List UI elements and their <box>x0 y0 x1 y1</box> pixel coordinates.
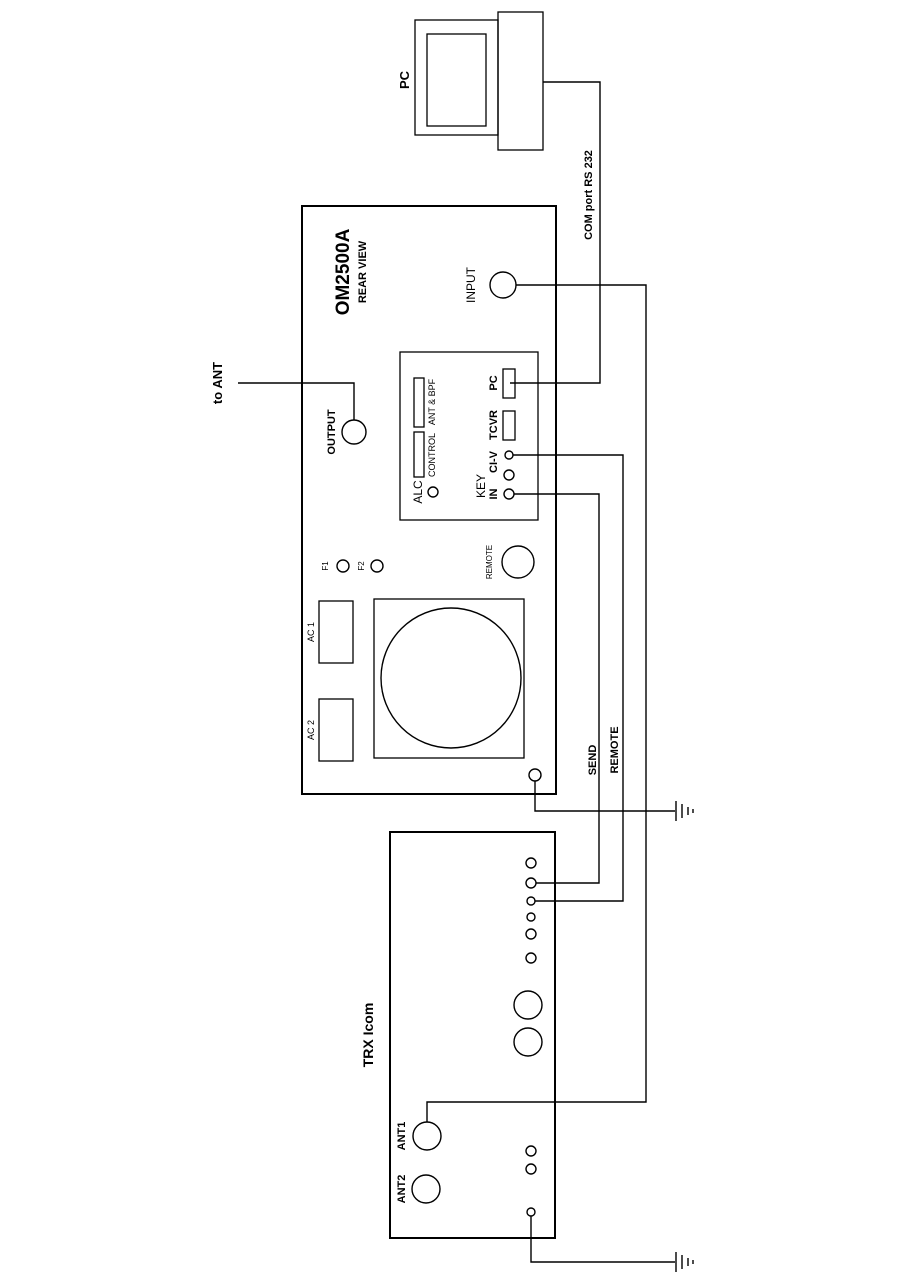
civ-label: CI-V <box>488 450 500 473</box>
to-ant-label: to ANT <box>210 362 225 404</box>
fuse-f1 <box>337 560 349 572</box>
remote-label: REMOTE <box>609 726 621 773</box>
trx-chassis <box>390 832 555 1238</box>
output-connector <box>342 420 366 444</box>
ant-bpf-port <box>414 378 424 427</box>
key-in-jack <box>504 489 514 499</box>
trx-send-jack <box>526 878 536 888</box>
trx-ant2-label: ANT2 <box>396 1175 408 1204</box>
fan-icon <box>381 608 521 748</box>
ac1-socket <box>319 601 353 663</box>
tcvr-port <box>503 411 515 440</box>
remote-cable <box>513 455 623 901</box>
com-port-label: COM port RS 232 <box>583 150 595 240</box>
fuse-f2 <box>371 560 383 572</box>
tcvr-port-label: TCVR <box>488 410 500 440</box>
trx-ground-terminal <box>527 1208 535 1216</box>
input-connector <box>490 272 516 298</box>
civ-jack <box>505 451 513 459</box>
trx-rear-panel: ANT1 ANT2 <box>390 832 555 1238</box>
trx-remote-jack <box>527 897 535 905</box>
ant-bpf-label: ANT & BPF <box>427 378 437 425</box>
trx-jack-5 <box>526 929 536 939</box>
amplifier-ground-terminal <box>529 769 541 781</box>
f2-label: F2 <box>357 561 366 571</box>
trx-jack-6 <box>526 953 536 963</box>
input-label: INPUT <box>464 266 478 303</box>
remote-connector <box>502 546 534 578</box>
control-port <box>414 432 424 477</box>
f1-label: F1 <box>321 561 330 571</box>
trx-connector-2 <box>514 1028 542 1056</box>
fan-housing <box>374 599 524 758</box>
amplifier-model: OM2500A <box>333 228 354 315</box>
key-label: KEY <box>474 474 488 498</box>
pc-computer <box>415 12 543 150</box>
amplifier-rear-panel: OM2500A REAR VIEW OUTPUT INPUT ANT & BPF… <box>302 206 556 794</box>
trx-jack-8 <box>526 1164 536 1174</box>
output-label: OUTPUT <box>326 409 338 455</box>
ac1-label: AC 1 <box>306 622 316 642</box>
trx-ant1-connector <box>413 1122 441 1150</box>
alc-label: ALC <box>411 480 425 504</box>
pc-port-label: PC <box>488 375 500 390</box>
pc-label: PC <box>397 70 412 89</box>
trx-ant2-connector <box>412 1175 440 1203</box>
send-label: SEND <box>587 745 599 776</box>
trx-title: TRX Icom <box>360 1003 376 1068</box>
trx-jack-4 <box>527 913 535 921</box>
remote-connector-label: REMOTE <box>485 545 494 579</box>
control-label: CONTROL <box>427 433 437 477</box>
trx-jack-7 <box>526 1146 536 1156</box>
in-label: IN <box>488 488 500 499</box>
trx-jack-1 <box>526 858 536 868</box>
civ-jack-2 <box>504 470 514 480</box>
ac2-socket <box>319 699 353 761</box>
rf-input-cable <box>427 285 646 1122</box>
trx-connector-1 <box>514 991 542 1019</box>
trx-ant1-label: ANT1 <box>396 1122 408 1151</box>
ac2-label: AC 2 <box>306 720 316 740</box>
pc-screen <box>427 34 486 126</box>
amplifier-ground <box>535 781 693 821</box>
pc-case <box>498 12 543 150</box>
amplifier-view-label: REAR VIEW <box>357 240 369 303</box>
alc-jack <box>428 487 438 497</box>
